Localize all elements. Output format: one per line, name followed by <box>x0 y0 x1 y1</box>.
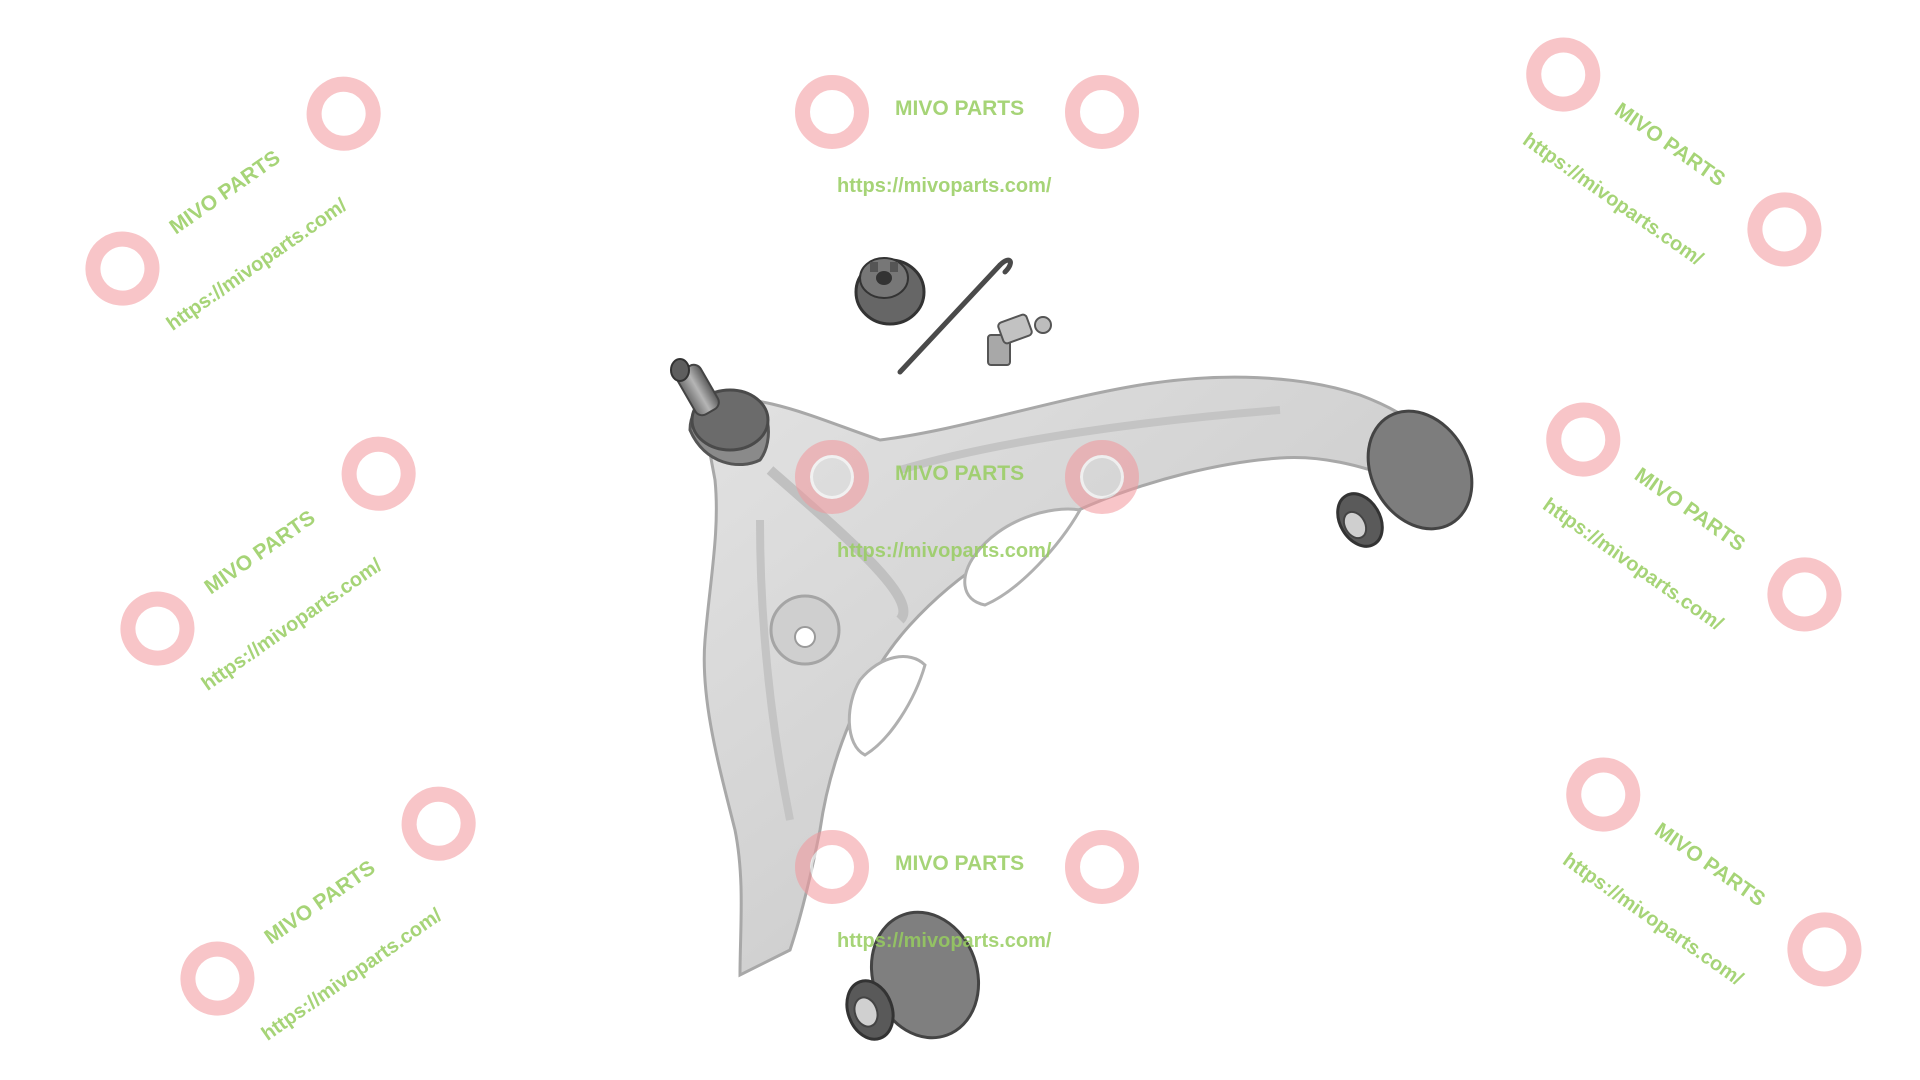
cotter-pin <box>897 257 1013 375</box>
watermark-ring-icon <box>1065 830 1139 904</box>
rear-bushing <box>1366 409 1474 531</box>
arm-ridge <box>898 406 1281 474</box>
arm-ridge <box>756 519 794 821</box>
watermark-url: https://mivoparts.com/ <box>837 930 1052 952</box>
watermark-brand: MIVO PARTS <box>895 97 1025 120</box>
watermark-ring-icon <box>795 440 869 514</box>
arm-cutout <box>847 655 927 757</box>
front-bushing-sleeve <box>853 996 879 1028</box>
ball-joint-tip <box>670 358 690 382</box>
watermark: MIVO PARTS https://mivoparts.com/ <box>795 75 1155 255</box>
watermark-ring-icon <box>1065 440 1139 514</box>
grease-fitting <box>987 313 1052 366</box>
watermark-ring-icon <box>795 830 869 904</box>
watermark: MIVO PARTS https://mivoparts.com/ <box>795 830 1155 1010</box>
arm-cutout <box>963 507 1083 607</box>
castle-nut <box>854 257 926 326</box>
rear-bushing-sleeve <box>1342 510 1368 540</box>
watermark-ring-icon <box>795 75 869 149</box>
watermark: MIVO PARTS https://mivoparts.com/ <box>795 440 1155 620</box>
watermark-url: https://mivoparts.com/ <box>837 540 1052 562</box>
watermark-ring-icon <box>1065 75 1139 149</box>
arm-boss-hole <box>794 626 816 648</box>
watermark-brand: MIVO PARTS <box>895 852 1025 875</box>
watermark-url: https://mivoparts.com/ <box>837 175 1052 197</box>
watermark-brand: MIVO PARTS <box>895 462 1025 485</box>
